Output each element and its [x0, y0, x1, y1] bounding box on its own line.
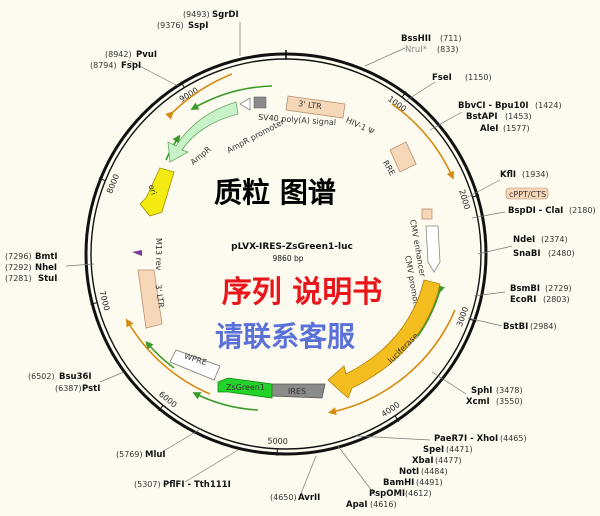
- scale-label: 1000: [386, 94, 408, 113]
- scale-label: 9000: [178, 86, 200, 104]
- feature-zsgreen-label: ZsGreen1: [226, 383, 265, 392]
- site-name: EcoRI: [510, 295, 536, 305]
- site-name: XbaI: [412, 456, 434, 466]
- site-pos: (8942): [105, 50, 132, 59]
- site-pos: (2180): [569, 206, 596, 215]
- feature-ires-label: IRES: [288, 387, 306, 396]
- scale-label: 5000: [267, 436, 288, 446]
- site-name: PspOMI: [369, 489, 405, 499]
- feature-ampr-label: AmpR: [189, 144, 213, 167]
- site-name: SgrDI: [212, 10, 239, 20]
- site-pos: (8794): [90, 61, 117, 70]
- site-name: KflI: [500, 170, 516, 180]
- feature-m13-arrow: [132, 250, 142, 256]
- site-name: PflFI - Tth111I: [163, 480, 231, 490]
- site-pos: (4612): [405, 489, 432, 498]
- site-pos: (4484): [421, 467, 448, 476]
- site-pos: (7292): [5, 263, 32, 272]
- site-pos: (3550): [496, 397, 523, 406]
- site-pos: (4465): [500, 434, 527, 443]
- plasmid-name: pLVX-IRES-ZsGreen1-luc: [231, 242, 353, 252]
- site-pos: (4477): [435, 456, 462, 465]
- site-name: PaeR7I - XhoI: [434, 434, 498, 444]
- site-name: BamHI: [383, 478, 414, 488]
- site-pos: (2803): [543, 295, 570, 304]
- site-name: BstBI: [503, 322, 528, 332]
- cppt-tag-label: cPPT/CTS: [509, 190, 546, 199]
- scale-label: 6000: [157, 390, 178, 410]
- site-name: SphI: [471, 386, 492, 396]
- plasmid-size: 9860 bp: [273, 254, 304, 263]
- site-pos: (1934): [522, 170, 549, 179]
- scale-label: 4000: [380, 400, 402, 419]
- site-name: SnaBI: [513, 249, 541, 259]
- feature-cmv-promoter-arrow: [426, 226, 440, 272]
- feature-hiv-label: HIV-1 Ψ: [344, 116, 375, 137]
- site-name: BbvCI - Bpu10I: [458, 101, 529, 111]
- site-name: FspI: [121, 61, 141, 71]
- site-pos: (1453): [505, 112, 532, 121]
- site-name: BsmBI: [510, 284, 540, 294]
- sv40-box: [254, 97, 266, 108]
- site-name: PvuI: [136, 50, 157, 60]
- green-arrow-bottom: [196, 394, 258, 410]
- green-arrow-bottom-left: [148, 344, 174, 368]
- site-pos: (4616): [370, 500, 397, 509]
- site-pos: (6502): [28, 372, 55, 381]
- site-pos: (833): [437, 45, 459, 54]
- site-pos: (7296): [5, 252, 32, 261]
- site-pos: (711): [440, 34, 462, 43]
- site-name: PstI: [82, 384, 100, 394]
- scale-label: 7000: [98, 290, 112, 312]
- site-pos: (5769): [116, 450, 143, 459]
- site-pos: (2729): [545, 284, 572, 293]
- sv40-arrow-icon: [240, 98, 250, 110]
- site-name: SpeI: [423, 445, 444, 455]
- site-pos: (1424): [535, 101, 562, 110]
- site-pos: (4650): [270, 493, 297, 502]
- site-name: FseI: [432, 73, 452, 83]
- site-name: ApaI: [346, 500, 368, 510]
- site-name: NotI: [399, 467, 419, 477]
- site-pos: (9493): [183, 10, 210, 19]
- site-name: BssHII: [401, 34, 431, 44]
- site-name: MluI: [145, 450, 166, 460]
- feature-rre-label: RRE: [381, 159, 397, 178]
- site-pos: (2984): [530, 322, 557, 331]
- site-pos: (9376): [157, 21, 184, 30]
- site-name: BstAPI: [466, 112, 498, 122]
- site-pos: (2480): [548, 249, 575, 258]
- site-pos: (5307): [134, 480, 161, 489]
- site-name: BspDI - ClaI: [508, 206, 563, 216]
- overlay-line1: 质粒 图谱: [214, 176, 336, 209]
- site-name: Bsu36I: [59, 372, 92, 382]
- feature-m13-label: M13 rev: [154, 238, 163, 271]
- site-name: NruI*: [405, 45, 427, 55]
- site-pos: (7281): [5, 274, 32, 283]
- site-name: AleI: [480, 124, 498, 134]
- site-pos: (1577): [503, 124, 530, 133]
- feature-cppt-box: [422, 209, 432, 219]
- site-pos: (3478): [496, 386, 523, 395]
- site-name: AvrII: [298, 493, 320, 503]
- site-pos: (4491): [416, 478, 443, 487]
- site-pos: (2374): [541, 235, 568, 244]
- site-name: XcmI: [466, 397, 490, 407]
- site-name: StuI: [38, 274, 57, 284]
- site-pos: (4471): [446, 445, 473, 454]
- site-name: NdeI: [513, 235, 535, 245]
- overlay-line3: 请联系客服: [215, 320, 356, 353]
- site-pos: (6387): [55, 384, 82, 393]
- site-name: BmtI: [35, 252, 58, 262]
- site-pos: (1150): [465, 73, 492, 82]
- scale-label: 2000: [457, 188, 472, 210]
- site-name: NheI: [35, 263, 57, 273]
- site-name: SspI: [188, 21, 208, 31]
- overlay-line2: 序列 说明书: [222, 275, 382, 310]
